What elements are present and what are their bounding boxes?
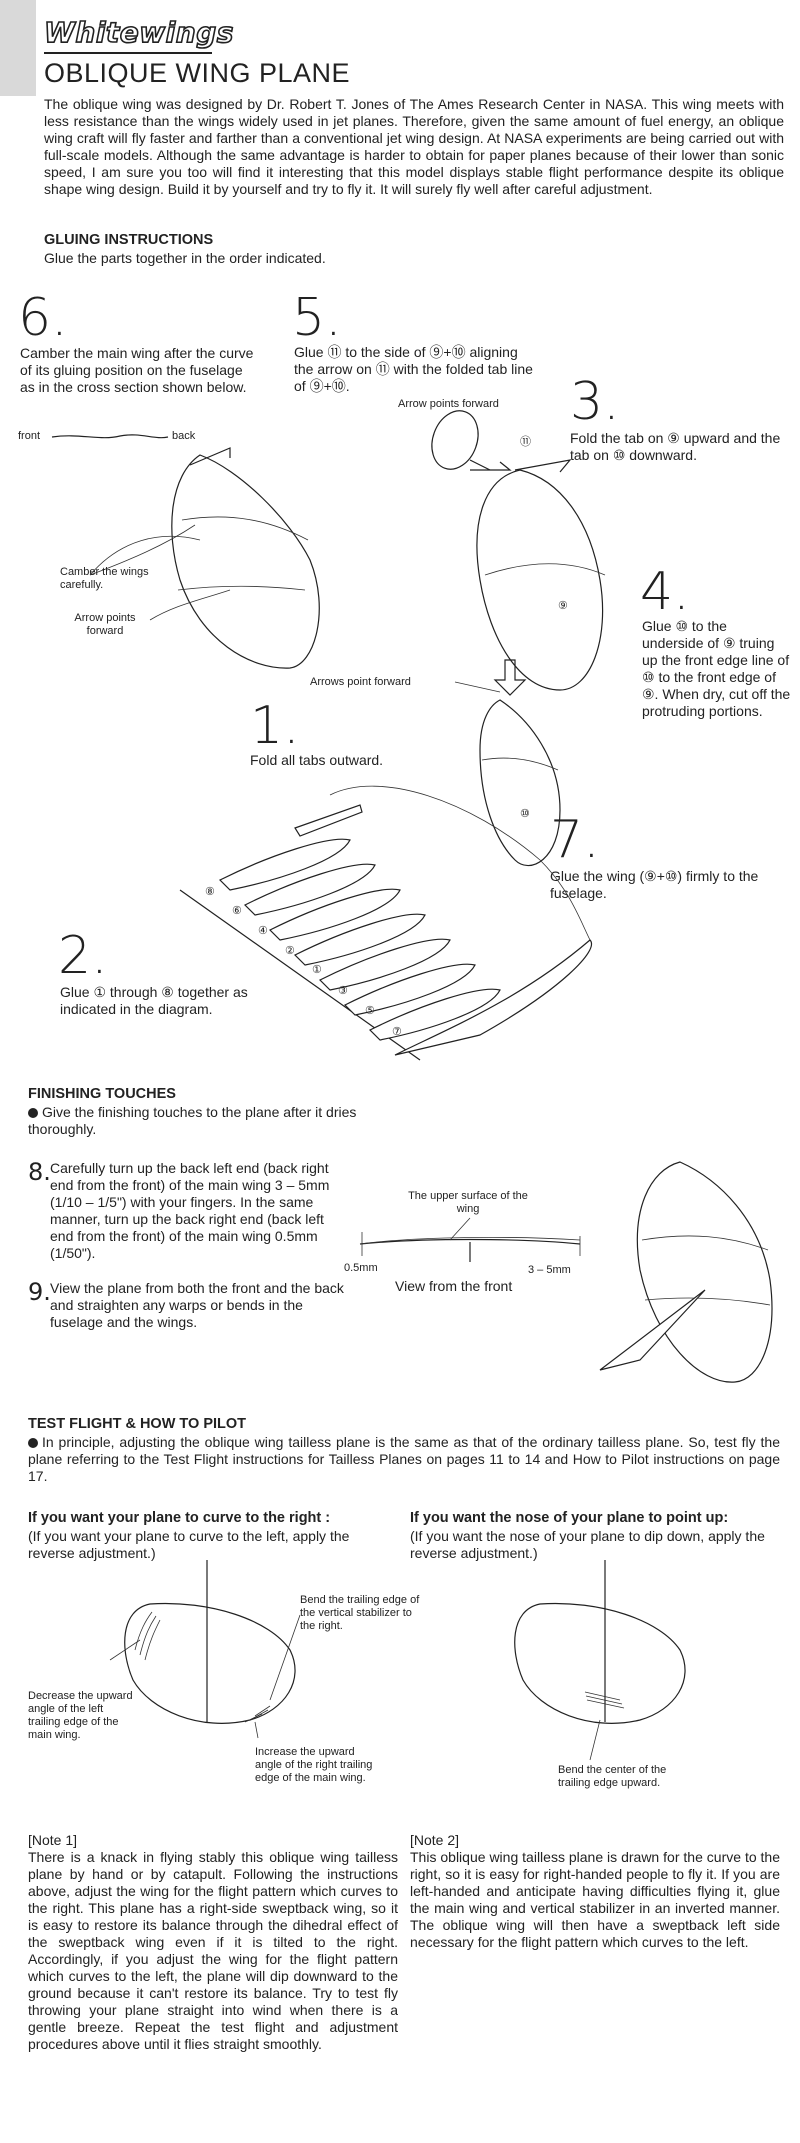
test-left-heading: If you want your plane to curve to the r… [28,1510,331,1526]
label-3-5mm: 3 – 5mm [528,1264,571,1276]
label-part-5: ⑤ [365,1005,375,1017]
step-4-text: Glue ⑩ to the underside of ⑨ truing up t… [642,618,791,719]
bullet-dot [28,1438,38,1448]
label-arrows-forward: Arrows point forward [310,676,411,688]
step-9-number: 9. [28,1278,51,1306]
label-part-4: ④ [258,925,268,937]
step-6-number: 6. [18,288,68,348]
label-camber: Camber the wings carefully. [60,566,149,591]
label-bend-center: Bend the center of the trailing edge upw… [558,1764,667,1789]
step-3-text: Fold the tab on ⑨ upward and the tab on … [570,430,781,463]
step-1-number: 1. [250,696,300,756]
label-upper-surface: The upper surface of the wing [408,1190,528,1215]
label-decrease-upward: Decrease the upward angle of the left tr… [28,1690,133,1741]
step-7-text: Glue the wing (⑨+⑩) firmly to the fusela… [550,868,759,901]
step-9-text: View the plane from both the front and t… [50,1280,344,1330]
step-2-number: 2. [58,926,108,986]
brand-logo: Whitewings [43,15,234,50]
header-grey-tab [0,0,36,96]
step-8-text: Carefully turn up the back left end (bac… [50,1160,330,1261]
label-part-1: ① [312,964,322,976]
label-part-11: ⑪ [520,436,531,448]
label-front: front [18,430,41,442]
label-part-10: ⑩ [520,808,530,820]
step-8-number: 8. [28,1158,51,1186]
label-back: back [172,430,196,442]
label-0-5mm: 0.5mm [344,1262,378,1274]
finishing-bullet: Give the finishing touches to the plane … [28,1104,398,1138]
brand-underline [44,52,212,54]
intro-paragraph: The oblique wing was designed by Dr. Rob… [44,96,784,197]
note-2-title: [Note 2] [410,1832,460,1848]
step-2-text: Glue ① through ⑧ together as indicated i… [60,984,248,1017]
note-1-text: There is a knack in flying stably this o… [28,1849,398,2052]
label-part-9: ⑨ [558,600,568,612]
label-part-8: ⑧ [205,886,215,898]
gluing-heading: GLUING INSTRUCTIONS [44,232,214,248]
gluing-subheading: Glue the parts together in the order ind… [44,250,326,266]
step-5-text: Glue ⑪ to the side of ⑨+⑩ aligning the a… [294,344,533,394]
note-1-title: [Note 1] [28,1832,78,1848]
finishing-heading: FINISHING TOUCHES [28,1086,176,1102]
step-7-number: 7. [550,810,600,870]
step-4-number: 4. [640,562,690,622]
label-part-7: ⑦ [392,1026,402,1038]
label-part-3: ③ [338,985,348,997]
label-part-6: ⑥ [232,905,242,917]
test-heading: TEST FLIGHT & HOW TO PILOT [28,1416,247,1432]
test-bullet: In principle, adjusting the oblique wing… [28,1434,780,1485]
label-part-2: ② [285,945,295,957]
bullet-dot [28,1108,38,1118]
step-6-text: Camber the main wing after the curve of … [20,345,254,395]
step-1-text: Fold all tabs outward. [250,752,384,768]
label-increase-upward: Increase the upward angle of the right t… [255,1746,373,1784]
label-arrow-forward-6: Arrow points forward [74,612,136,637]
finishing-bullet-text: Give the finishing touches to the plane … [28,1104,357,1137]
step-3-number: 3. [570,372,620,432]
test-right-sub: (If you want the nose of your plane to d… [410,1528,765,1561]
test-bullet-text: In principle, adjusting the oblique wing… [28,1434,780,1484]
note-2-text: This oblique wing tailless plane is draw… [410,1849,780,1950]
test-left-sub: (If you want your plane to curve to the … [28,1528,350,1561]
page-title: OBLIQUE WING PLANE [44,58,351,88]
label-bend-trailing-stabilizer: Bend the trailing edge of the vertical s… [300,1594,420,1632]
label-view-front: View from the front [395,1278,513,1294]
test-right-heading: If you want the nose of your plane to po… [410,1510,729,1526]
label-arrow-forward-5: Arrow points forward [398,398,499,410]
step-5-number: 5. [292,288,342,348]
